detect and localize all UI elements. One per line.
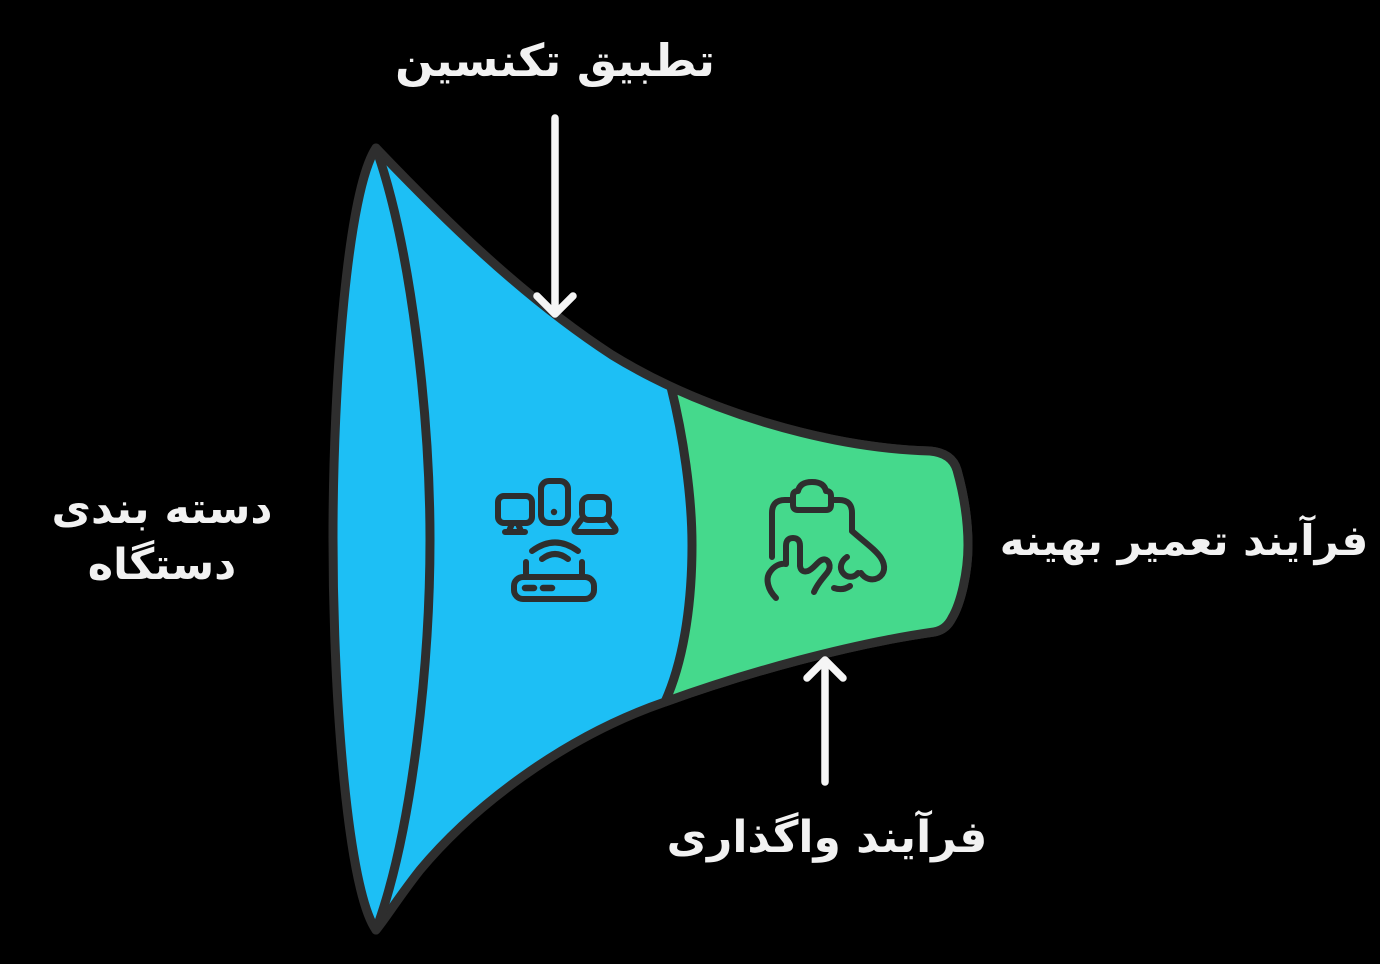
label-device-categorization: دسته بندی دستگاه [12, 481, 312, 593]
holding-hand [849, 528, 888, 583]
wifi-waves-icon [529, 539, 581, 562]
down-arrow [533, 114, 577, 318]
label-device-categorization-line2: دستگاه [87, 540, 237, 590]
smartphone-button [550, 508, 558, 516]
label-handover-process: فرآیند واگذاری [666, 812, 988, 863]
holding-hand-finger [837, 554, 861, 580]
funnel-rim-line [371, 143, 435, 935]
pointing-hand [764, 535, 833, 601]
clipboard-frame [769, 497, 855, 560]
hand-dash [831, 583, 853, 593]
devices-network-icon [495, 478, 619, 602]
up-arrow [803, 656, 847, 786]
label-technician-matching: تطبیق تکنسین [395, 34, 715, 87]
laptop-screen [579, 494, 612, 523]
router-icon [511, 574, 597, 602]
monitor-stand [502, 521, 528, 535]
laptop-base [571, 517, 619, 535]
monitor-icon [495, 493, 535, 526]
label-device-categorization-line1: دسته بندی [51, 484, 273, 534]
clipboard-hand-icon [764, 479, 888, 601]
smartphone-icon [538, 478, 571, 526]
label-optimal-repair-process: فرآیند تعمیر بهینه [999, 516, 1369, 565]
clipboard-clip [790, 479, 834, 513]
router-antennas [523, 559, 585, 579]
funnel-green-section [660, 382, 973, 707]
